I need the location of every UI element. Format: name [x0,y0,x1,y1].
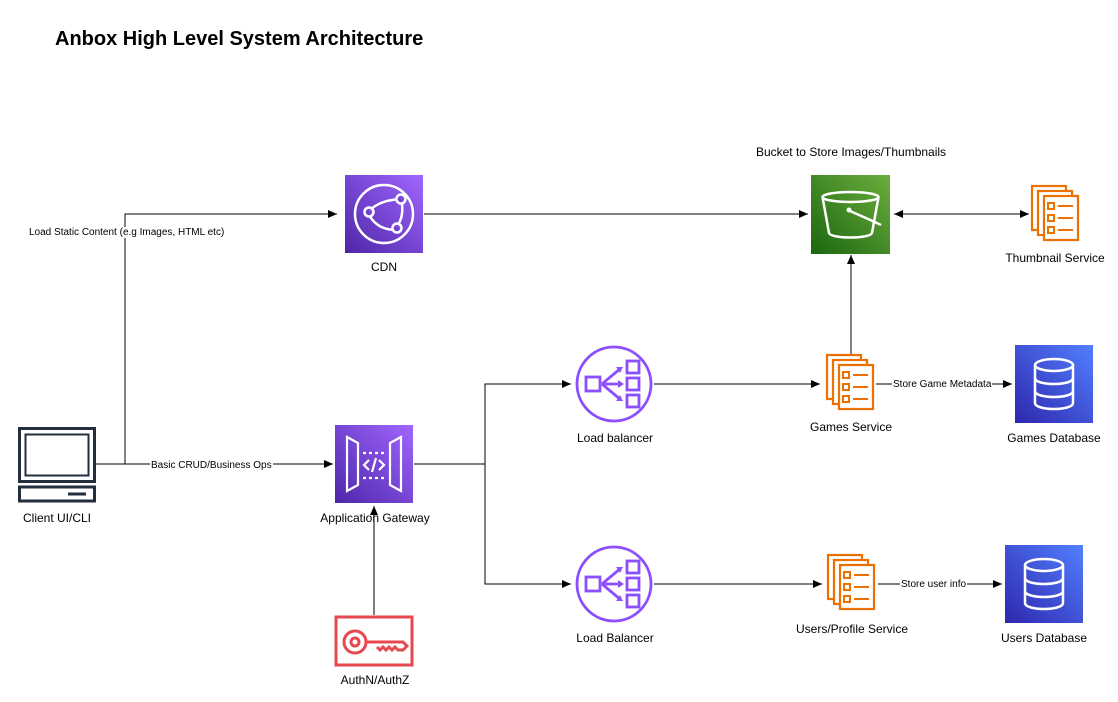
edge-gateway-to-lb-users [484,464,571,588]
edge-label-store-user-info: Store user info [900,579,968,590]
gateway-label: Application Gateway [320,511,430,525]
users-service-label: Users/Profile Service [795,622,909,636]
load-balancer-icon[interactable] [575,545,653,623]
database-icon[interactable] [1005,545,1083,623]
auth-label: AuthN/AuthZ [340,673,410,687]
edge-gateway-to-lb-games [414,380,571,465]
edge-label-static-content: Load Static Content (e.g Images, HTML et… [28,227,226,238]
database-icon[interactable] [1015,345,1093,423]
thumbnail-service-label: Thumbnail Service [1005,251,1105,265]
client-label: Client UI/CLI [22,511,92,525]
server-stack-icon[interactable] [825,353,875,411]
cloudfront-icon[interactable] [345,175,423,253]
edge-label-crud: Basic CRUD/Business Ops [150,460,273,471]
server-stack-icon[interactable] [1030,184,1080,242]
games-service-label: Games Service [809,420,893,434]
server-stack-icon[interactable] [826,553,876,611]
games-db-label: Games Database [1007,431,1101,445]
load-balancer-icon[interactable] [575,345,653,423]
cdn-label: CDN [371,260,397,274]
bucket-label: Bucket to Store Images/Thumbnails [755,145,947,159]
lb-games-label: Load balancer [576,431,654,445]
key-icon[interactable] [334,615,414,667]
s3-bucket-icon[interactable] [811,175,890,254]
api-gateway-icon[interactable] [335,425,413,503]
lb-users-label: Load Balancer [576,631,654,645]
users-db-label: Users Database [1000,631,1088,645]
desktop-computer-icon[interactable] [18,427,96,503]
diagram-title: Anbox High Level System Architecture [55,28,424,50]
edges [96,210,1029,615]
edge-label-store-game-metadata: Store Game Metadata [892,379,993,390]
edge-client-to-cdn [96,210,337,465]
